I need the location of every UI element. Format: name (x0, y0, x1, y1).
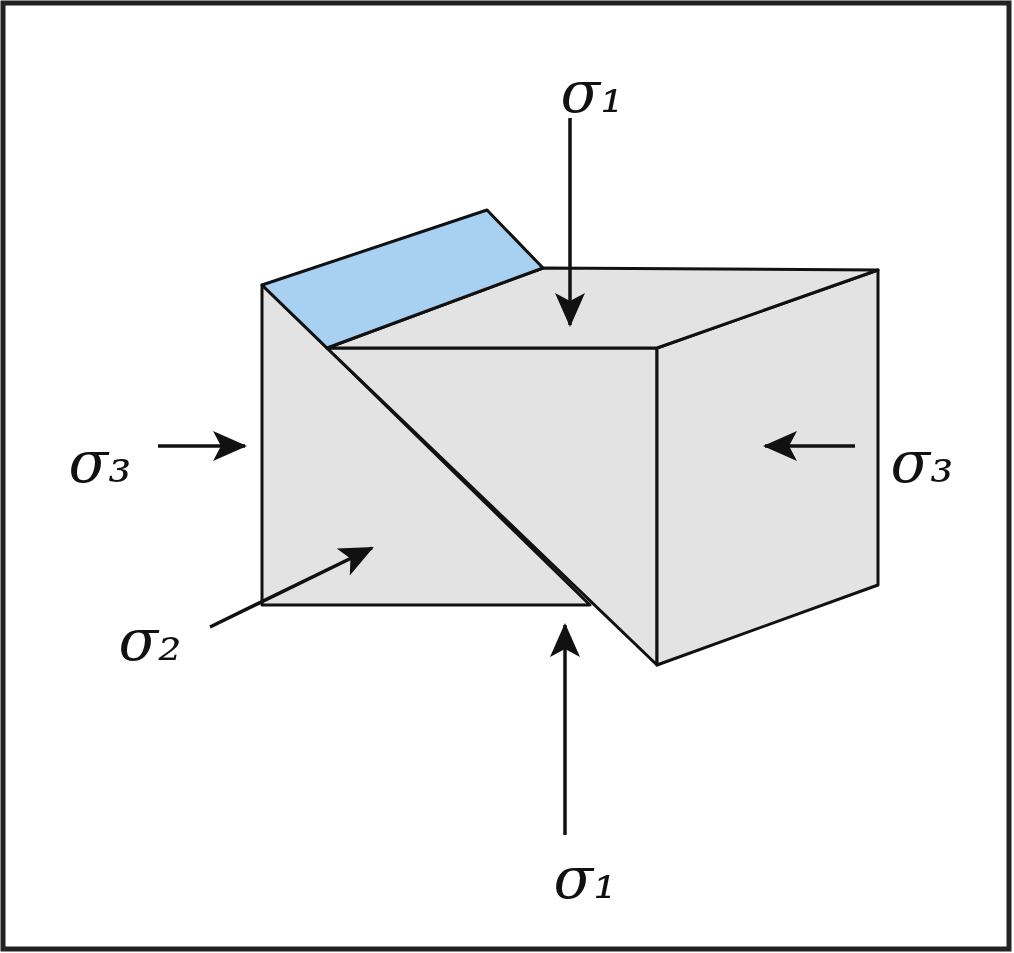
sigma1-arrow (563, 625, 567, 835)
stress-label: σ₃ (69, 433, 132, 491)
stress-label: σ₁ (554, 849, 617, 907)
sigma1-arrow (568, 118, 572, 325)
fault-plane (262, 210, 543, 348)
stress-label: σ₁ (561, 63, 624, 121)
sigma2-arrow (210, 548, 372, 627)
stress-label: σ₂ (119, 611, 182, 669)
stress-label: σ₃ (891, 433, 954, 491)
sigma3-arrow (158, 444, 245, 448)
sigma3-arrow (765, 444, 855, 448)
upper-block-front (327, 348, 657, 665)
frame (3, 3, 1009, 949)
